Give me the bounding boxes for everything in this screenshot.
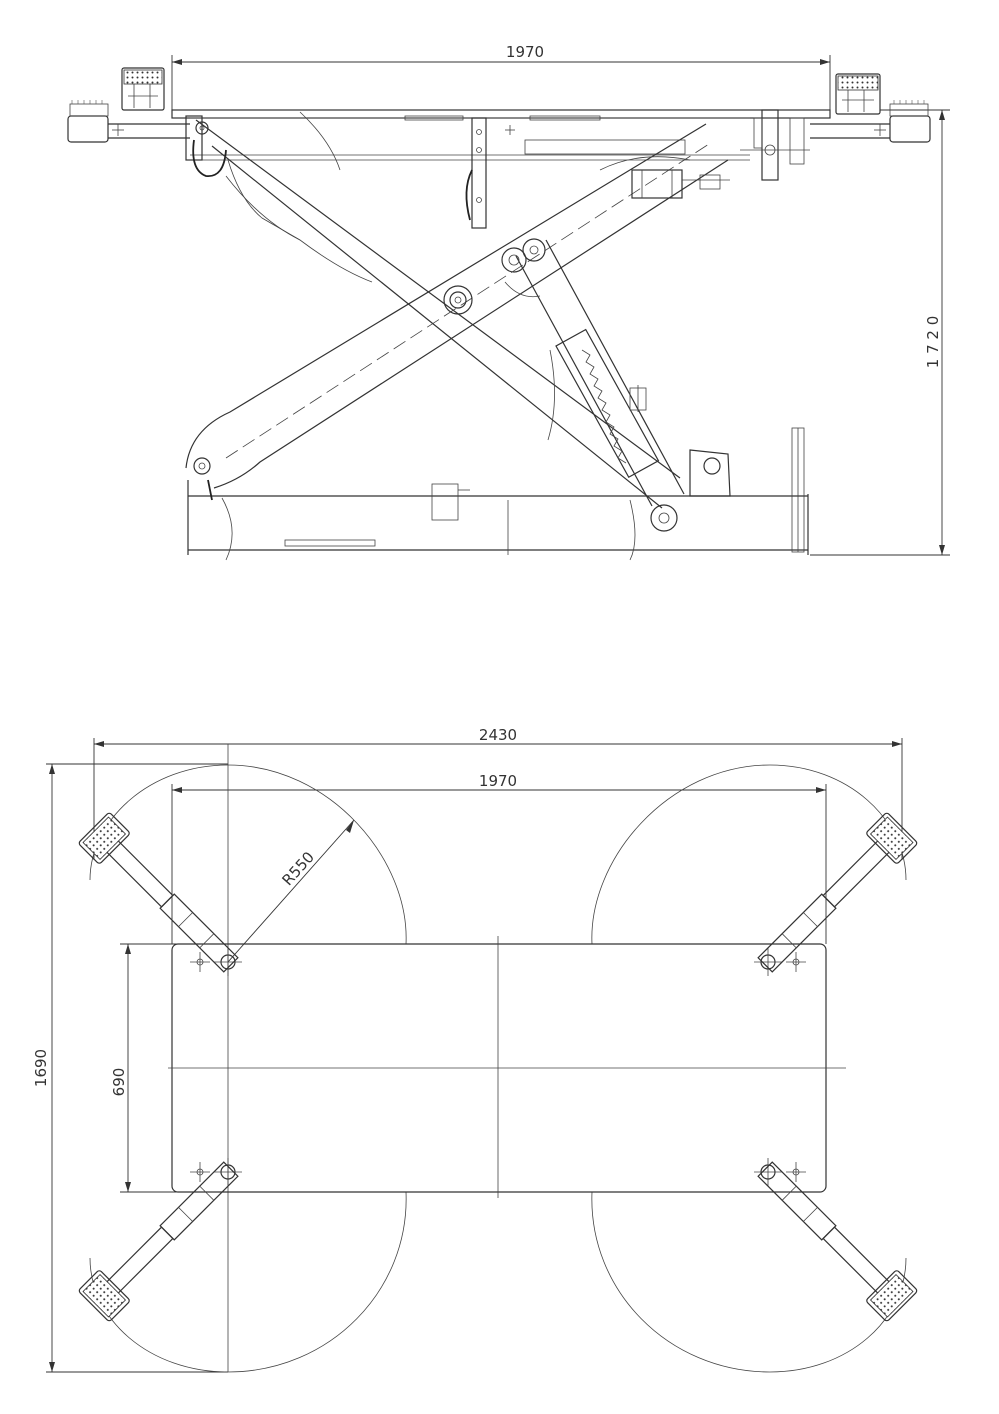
- swing-arm-top-left: [78, 812, 239, 973]
- right-swing-arc: [591, 764, 907, 1373]
- left-top-bracket: [185, 115, 227, 177]
- top-view: 2430 1970 1690 690: [32, 726, 918, 1373]
- side-width-label: 1970: [506, 43, 544, 61]
- pad-spacing-dimension: 690: [110, 943, 200, 1193]
- left-arm-pad: [67, 67, 190, 143]
- center-pivot: [443, 285, 473, 315]
- side-height-dimension: 1 7 2 0: [810, 109, 950, 556]
- platform-width-dimension: 1970: [171, 772, 827, 944]
- platform-plan: [168, 936, 846, 1198]
- center-top-bracket: [465, 117, 515, 229]
- pivot-holes: [190, 948, 806, 1186]
- pad-spacing-label: 690: [110, 1068, 128, 1097]
- overall-width-label: 2430: [479, 726, 517, 744]
- bottom-left-pivot: [193, 457, 213, 501]
- swing-arm-bottom-left: [78, 1161, 239, 1322]
- section-break-lines: [221, 175, 555, 561]
- scissor-arm-1: [195, 111, 681, 509]
- valve-assembly: [631, 109, 810, 199]
- overall-depth-label: 1690: [32, 1049, 50, 1087]
- hydraulic-cylinder: [501, 238, 685, 507]
- overall-width-dimension: 2430: [93, 726, 903, 860]
- side-view: 1970 1 7 2 0: [67, 43, 950, 561]
- scissor-arm-2: [185, 123, 729, 489]
- side-height-label: 1 7 2 0: [924, 316, 942, 368]
- top-platform: [171, 109, 831, 161]
- right-arm-pad: [810, 73, 931, 143]
- bottom-right-pivot: [650, 449, 731, 532]
- overall-depth-dimension: 1690: [32, 763, 228, 1373]
- swing-arm-bottom-right: [757, 1161, 918, 1322]
- swing-arm-top-right: [757, 812, 918, 973]
- radius-dimension: R550: [227, 819, 355, 963]
- left-swing-arc: [89, 764, 407, 1373]
- side-width-dimension: 1970: [171, 43, 831, 112]
- platform-width-label: 1970: [479, 772, 517, 790]
